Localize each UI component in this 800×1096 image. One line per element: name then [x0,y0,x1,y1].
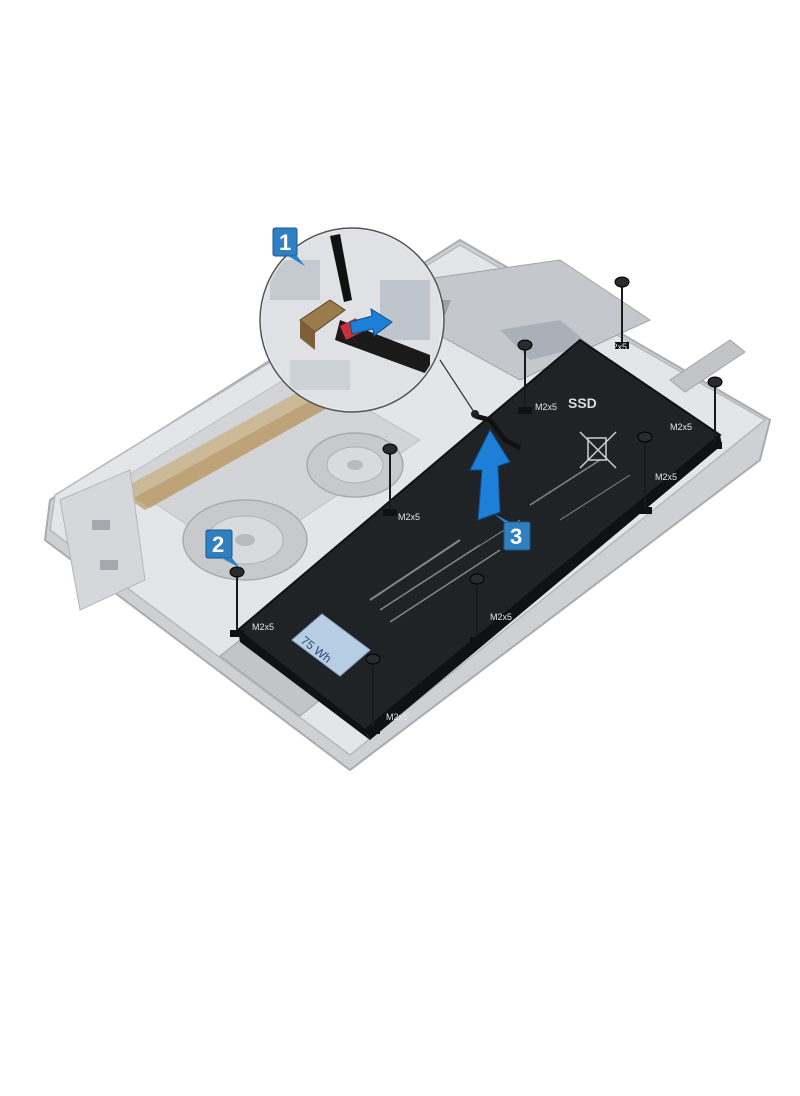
screw-size-label: M2x5 [398,512,420,522]
step-2-number: 2 [212,532,224,557]
battery-regulatory-text [369,459,631,623]
screw-icon [382,443,398,516]
screw-size-label: M2x5 [252,622,274,632]
screw-size-label: M2x5 [605,342,627,352]
connector-zoom-callout [259,227,475,413]
screw-size-label: M2x5 [386,712,408,722]
screw-icon [517,339,533,414]
screw-size-label: M2x5 [670,422,692,432]
step-1-number: 1 [279,230,291,255]
heat-pipe [120,380,350,510]
battery-cable [471,410,522,451]
step-2-callout: 2 [205,529,240,568]
screw-icon [229,566,245,637]
step-3-number: 3 [510,524,522,549]
step-3-callout: 3 [494,514,531,551]
screw-icon [637,431,653,514]
battery-screws [229,276,723,734]
screw-size-label: M2x5 [535,402,557,412]
screw-icon [365,653,381,734]
lift-battery-arrow-icon [469,428,511,521]
screw-icon [707,376,723,449]
screw-icon [469,573,485,644]
cooling-fan-right [306,432,404,498]
screw-size-label: M2x5 [655,472,677,482]
speaker-right [669,339,746,393]
battery: 75 Wh SSD [236,338,722,740]
weee-bin-icon [579,431,617,469]
cooling-fan-left [182,499,308,581]
screw-icon [614,276,630,349]
io-board [59,469,146,611]
step-1-callout: 1 [272,227,305,266]
disconnect-arrow-icon [349,308,393,337]
ssd-label: SSD [568,395,597,411]
battery-connector [299,299,346,350]
screw-size-label: M2x5 [490,612,512,622]
plastic-scribe-icon [330,234,352,302]
